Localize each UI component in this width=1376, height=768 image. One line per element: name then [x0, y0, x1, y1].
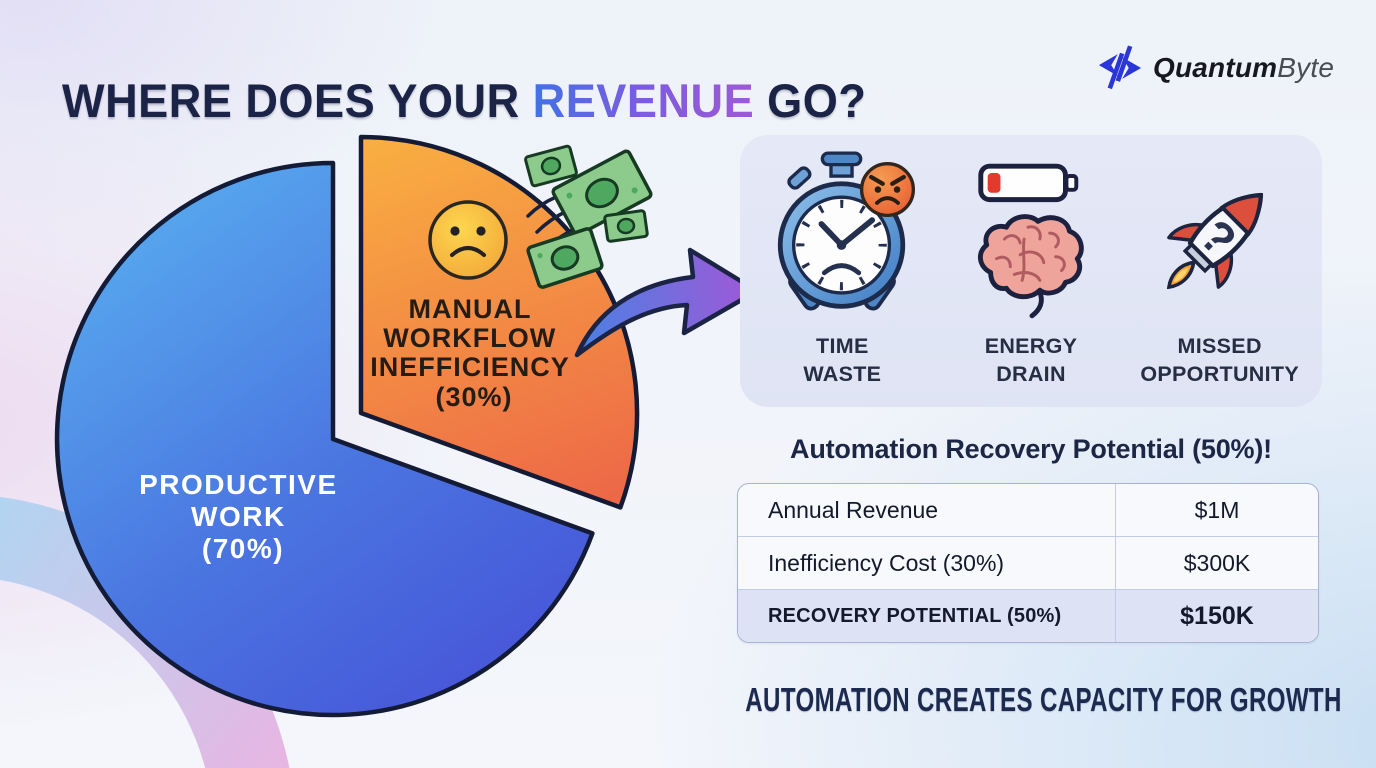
title-suffix: GO?	[754, 74, 867, 128]
rocket-question-icon: ?	[1145, 135, 1295, 321]
pie-slice-productive-work	[54, 160, 595, 718]
page-title: WHERE DOES YOUR REVENUE GO?	[62, 73, 866, 128]
pie-label-productive-work: PRODUCTIVE WORK (70%)	[139, 469, 347, 564]
pie-label-manual-inefficiency: MANUAL WORKFLOW INEFFICIENCY (30%)	[370, 294, 578, 412]
sad-face-icon	[428, 200, 508, 280]
brand-name: QuantumByte	[1153, 52, 1334, 84]
brand-name-bold: Quantum	[1153, 52, 1278, 83]
row-value: $150K	[1180, 601, 1254, 630]
tagline: AUTOMATION CREATES CAPACITY FOR GROWTH	[745, 681, 1342, 718]
impact-panel: TIME WASTE	[740, 135, 1322, 407]
impact-label-time-waste: TIME WASTE	[803, 334, 882, 386]
table-row-recovery-potential: RECOVERY POTENTIAL (50%) $150K	[738, 589, 1318, 642]
arrow-icon	[574, 247, 760, 358]
money-bills-icon	[524, 144, 653, 289]
title-highlight: REVENUE	[532, 74, 755, 128]
impact-label-missed-opportunity: MISSED OPPORTUNITY	[1140, 334, 1299, 386]
recovery-heading: Automation Recovery Potential (50%)!	[790, 434, 1272, 464]
row-label: RECOVERY POTENTIAL (50%)	[738, 590, 1116, 642]
row-label: Annual Revenue	[738, 484, 1116, 536]
brand-name-light: Byte	[1277, 52, 1335, 83]
low-battery-brain-icon	[967, 135, 1095, 321]
recovery-table: Annual Revenue $1M Inefficiency Cost (30…	[737, 483, 1319, 643]
alarm-clock-angry-face-icon	[763, 135, 921, 321]
title-prefix: WHERE DOES YOUR	[62, 74, 533, 128]
impact-item-energy-drain: ENERGY DRAIN	[937, 135, 1126, 407]
impact-label-energy-drain: ENERGY DRAIN	[984, 334, 1078, 386]
impact-item-missed-opportunity: ? MISSED OPPORTUNITY	[1125, 135, 1314, 407]
row-value: $1M	[1194, 496, 1240, 523]
brand-logo: QuantumByte	[1096, 38, 1334, 98]
quantumbyte-logo-icon	[1098, 45, 1142, 90]
impact-item-time-waste: TIME WASTE	[748, 135, 937, 407]
row-label: Inefficiency Cost (30%)	[738, 537, 1116, 589]
table-row-annual-revenue: Annual Revenue $1M	[738, 484, 1318, 536]
row-value: $300K	[1183, 549, 1251, 576]
table-row-inefficiency-cost: Inefficiency Cost (30%) $300K	[738, 536, 1318, 589]
